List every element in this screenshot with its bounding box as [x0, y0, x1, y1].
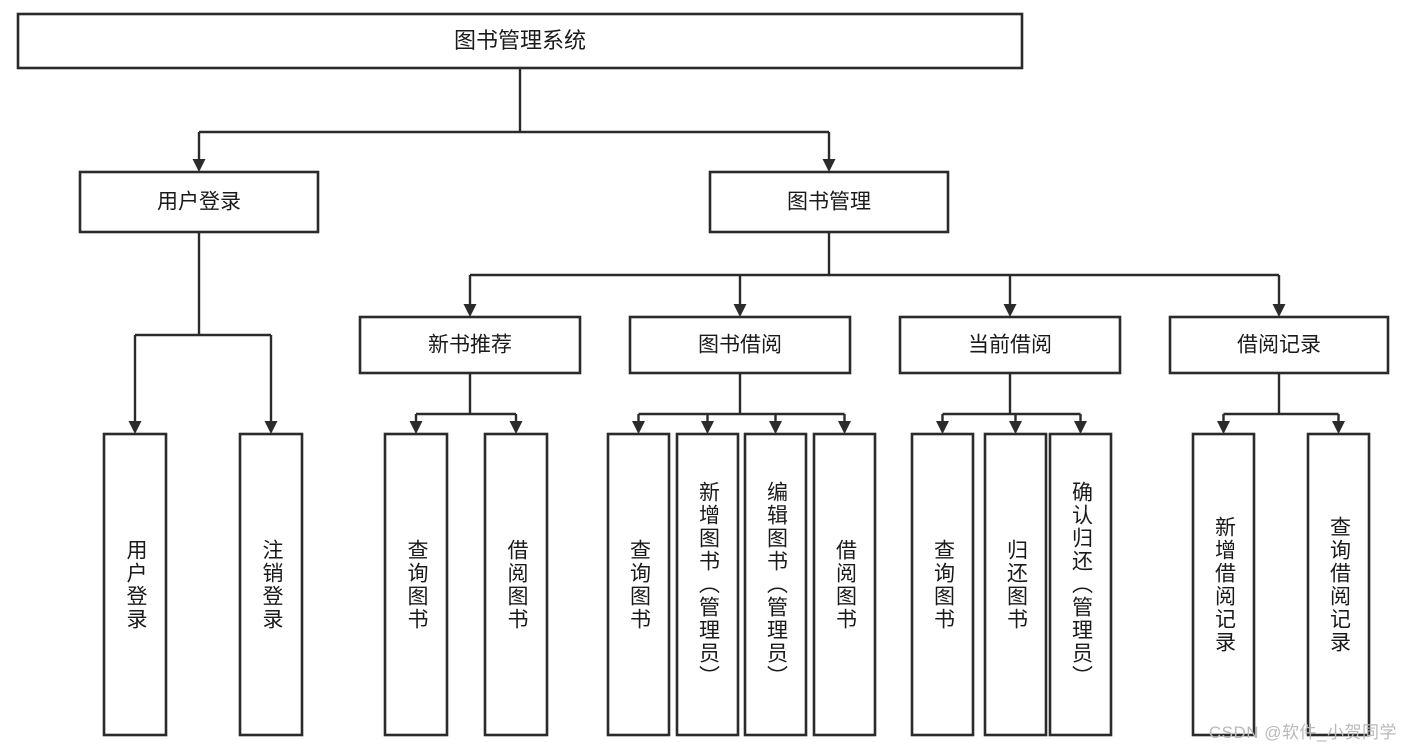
node-box-leaf-record-add [1191, 432, 1256, 737]
node-box-current-borrow [898, 315, 1122, 375]
arrow-head-borrow-record [1272, 304, 1286, 317]
node-label-user-login: 用户登录 [157, 191, 241, 214]
node-box-leaf-current-query-book [910, 432, 975, 737]
node-current-borrow[interactable]: 当前借阅 [898, 315, 1122, 375]
node-book-borrow[interactable]: 图书借阅 [628, 315, 852, 375]
node-box-leaf-rec-query-book [383, 432, 449, 737]
node-leaf-rec-borrow-book[interactable] [483, 432, 549, 737]
node-box-borrow-record [1168, 315, 1390, 375]
node-box-user-login [78, 170, 320, 234]
arrow-head-user-login [192, 159, 206, 172]
node-box-leaf-record-query [1306, 432, 1371, 737]
node-box-leaf-current-confirm-return [1048, 432, 1113, 737]
node-box-book-borrow [628, 315, 852, 375]
arrow-head-book-manage [822, 159, 836, 172]
node-label-root: 图书管理系统 [454, 28, 586, 53]
arrow-head-new-book-rec [463, 304, 477, 317]
arrow-head-book-borrow [733, 304, 747, 317]
node-leaf-record-add[interactable] [1191, 432, 1256, 737]
node-new-book-rec[interactable]: 新书推荐 [358, 315, 582, 375]
node-box-leaf-borrow-edit-book [743, 432, 808, 737]
node-leaf-borrow-borrow-book[interactable] [812, 432, 877, 737]
node-label-new-book-rec: 新书推荐 [428, 334, 512, 357]
node-leaf-current-confirm-return[interactable] [1048, 432, 1113, 737]
node-box-new-book-rec [358, 315, 582, 375]
node-leaf-current-return-book[interactable] [983, 432, 1048, 737]
node-label-book-manage: 图书管理 [787, 191, 871, 214]
arrow-head-leaf-rec-borrow-book [509, 421, 523, 434]
arrow-head-leaf-borrow-add-book [701, 421, 714, 434]
node-leaf-record-query[interactable] [1306, 432, 1371, 737]
arrow-head-leaf-record-query [1332, 421, 1345, 434]
node-box-leaf-user-login [102, 432, 168, 737]
arrow-head-leaf-user-logout [264, 421, 278, 434]
node-root[interactable]: 图书管理系统 [16, 12, 1024, 70]
arrow-head-leaf-borrow-borrow-book [838, 421, 851, 434]
watermark-text: CSDN @软件_小贺同学 [1208, 723, 1397, 742]
node-box-leaf-borrow-query-book [606, 432, 671, 737]
node-book-manage[interactable]: 图书管理 [708, 170, 950, 234]
node-label-borrow-record: 借阅记录 [1237, 334, 1321, 357]
node-box-leaf-borrow-borrow-book [812, 432, 877, 737]
node-box-book-manage [708, 170, 950, 234]
node-borrow-record[interactable]: 借阅记录 [1168, 315, 1390, 375]
arrow-head-leaf-current-query-book [936, 421, 949, 434]
arrow-head-leaf-borrow-query-book [632, 421, 645, 434]
arrow-head-current-borrow [1003, 304, 1017, 317]
node-leaf-borrow-add-book[interactable] [675, 432, 740, 737]
node-leaf-user-logout[interactable] [238, 432, 304, 737]
node-label-current-borrow: 当前借阅 [968, 334, 1052, 357]
node-box-leaf-borrow-add-book [675, 432, 740, 737]
node-box-leaf-current-return-book [983, 432, 1048, 737]
arrow-head-leaf-record-add [1217, 421, 1230, 434]
node-leaf-borrow-edit-book[interactable] [743, 432, 808, 737]
arrow-head-leaf-current-confirm-return [1074, 421, 1087, 434]
arrow-head-leaf-user-login [128, 421, 142, 434]
arrow-head-leaf-current-return-book [1009, 421, 1022, 434]
connector-layer [128, 68, 1345, 434]
node-leaf-current-query-book[interactable] [910, 432, 975, 737]
node-box-root [16, 12, 1024, 70]
node-leaf-borrow-query-book[interactable] [606, 432, 671, 737]
node-leaf-user-login[interactable] [102, 432, 168, 737]
node-label-book-borrow: 图书借阅 [698, 334, 782, 357]
node-box-leaf-rec-borrow-book [483, 432, 549, 737]
node-leaf-rec-query-book[interactable] [383, 432, 449, 737]
node-user-login[interactable]: 用户登录 [78, 170, 320, 234]
node-box-leaf-user-logout [238, 432, 304, 737]
arrow-head-leaf-borrow-edit-book [769, 421, 782, 434]
arrow-head-leaf-rec-query-book [409, 421, 423, 434]
